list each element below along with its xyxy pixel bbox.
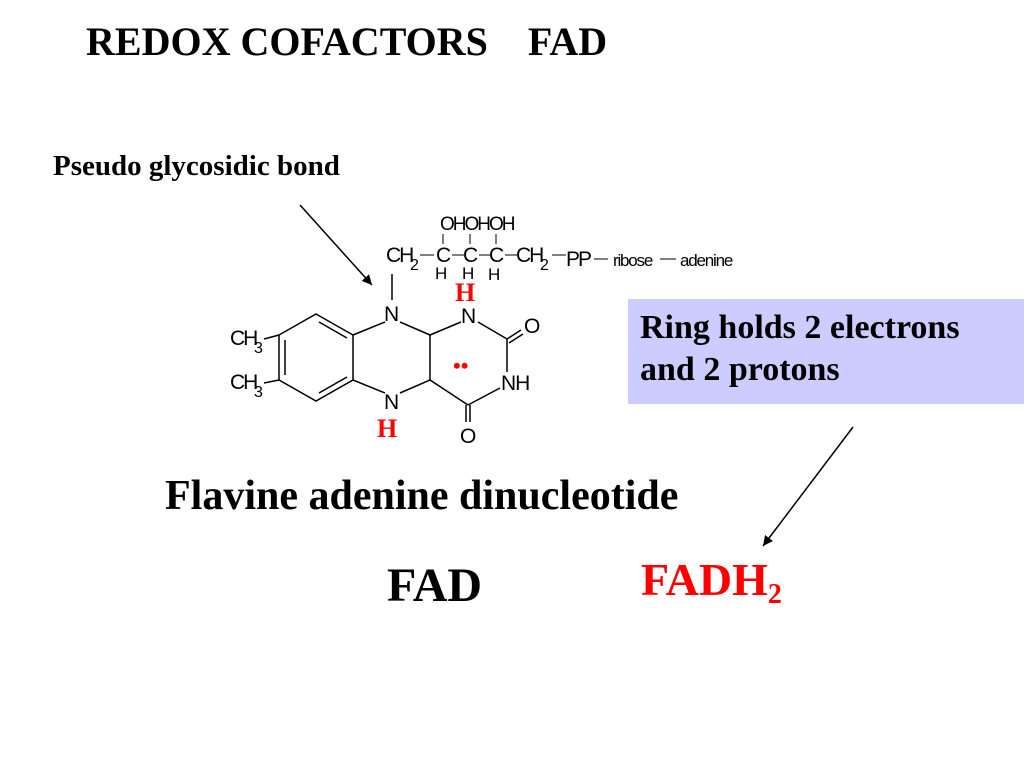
n1-atom: N [461,305,476,328]
fadh2-base: FADH [641,554,768,605]
n5-atom: N [384,391,399,414]
chain-ch2-end-subscript: 2 [540,257,549,274]
bond-arrow [299,204,373,286]
molecule-full-name: Flavine adenine dinucleotide [165,473,679,519]
methyl-lower-subscript: 3 [254,384,263,401]
isoalloxazine-ring-bonds [263,274,524,422]
electron-pair: •• [453,353,468,378]
methyl-upper-subscript: 3 [254,340,263,357]
chain-ch2-end: CH [516,244,543,267]
added-hydrogen-n5: H [377,414,397,443]
c4-oxygen: O [460,425,476,448]
chain-carbon-3: C [489,244,504,267]
chain-carbon-2: C [463,244,478,267]
chain-h-1: H [435,264,447,283]
added-hydrogen-n1: H [455,278,475,307]
chain-h-2: H [462,264,474,283]
c2-oxygen: O [524,315,540,338]
callout-line-1: Ring holds 2 electrons [640,309,960,346]
n10-atom: N [384,303,399,326]
chain-ch2-start: CH [386,244,413,267]
diphosphate: PP [566,248,591,271]
slide-title: REDOX COFACTORS FAD [86,19,608,64]
ribityl-chain-bonds [420,234,676,260]
chain-carbon-1: C [436,244,451,267]
chain-ch2-start-subscript: 2 [410,257,419,274]
callout-arrow [762,426,854,547]
electron-proton-callout: Ring holds 2 electrons and 2 protons [628,299,1024,404]
chain-h-3: H [488,265,500,284]
pseudo-glycosidic-bond-label: Pseudo glycosidic bond [53,150,340,182]
methyl-lower: CH [230,371,257,394]
fadh2-label: FADH2 [641,553,782,611]
fadh2-subscript: 2 [767,579,782,610]
callout-line-2: and 2 protons [640,351,840,388]
adenine-label: adenine [680,251,733,270]
n3-nh-group: NH [501,372,529,395]
methyl-upper: CH [230,327,257,350]
fad-label: FAD [387,559,483,612]
ribose-label: ribose [613,251,653,270]
hydroxyl-groups: OHOHOH [440,214,515,235]
